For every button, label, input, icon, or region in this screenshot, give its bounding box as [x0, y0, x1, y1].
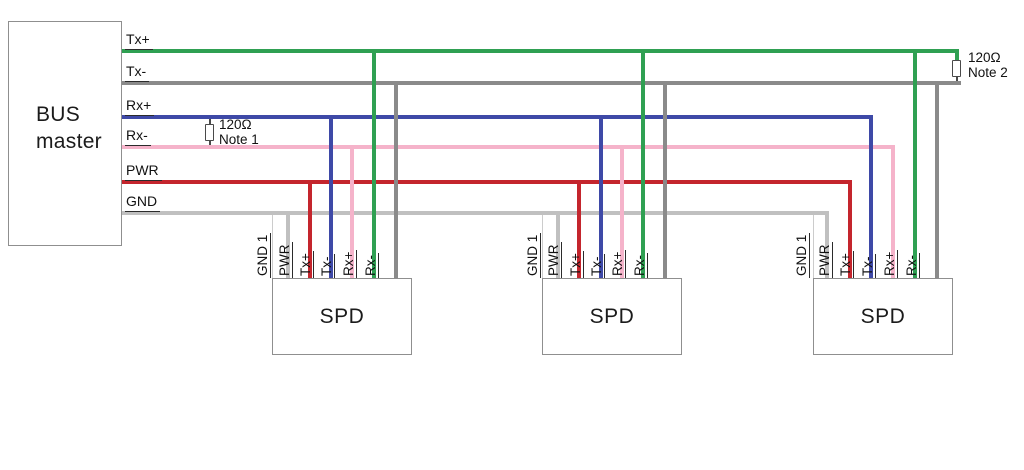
bus-wire-label-gnd: GND	[125, 193, 161, 212]
spd2-drop-label-pwr: PWR	[546, 242, 562, 278]
spd2-drop-label-rxplus: Rx+	[610, 249, 626, 278]
spd2-drop-wire-rxplus	[641, 49, 645, 278]
spd2-drop-label-gnd1: GND 1	[525, 232, 541, 278]
bus-wire-label-txplus: Tx+	[125, 31, 153, 50]
spd3-drop-wire-gnd1	[825, 211, 829, 278]
spd1-box: SPD	[272, 278, 412, 355]
spd2-label-divider	[542, 215, 543, 278]
spd1-drop-wire-gnd1	[286, 211, 290, 278]
bus-wire-label-pwr: PWR	[125, 162, 162, 181]
spd1-drop-wire-rxminus	[394, 81, 398, 278]
spd1-label: SPD	[319, 304, 365, 328]
spd3-drop-label-gnd1: GND 1	[794, 232, 810, 278]
spd2-drop-wire-gnd1	[556, 211, 560, 278]
note2-value: 120Ω	[968, 50, 1001, 65]
spd3-drop-label-pwr: PWR	[817, 242, 833, 278]
spd2-box: SPD	[542, 278, 682, 355]
spd2-drop-label-rxminus: Rx-	[632, 253, 648, 278]
spd3-drop-label-rxminus: Rx-	[904, 253, 920, 278]
bus-wire-label-rxminus: Rx-	[125, 127, 151, 146]
resistor-note2-lead-bottom	[956, 77, 958, 83]
spd2-label: SPD	[589, 304, 635, 328]
resistor-note1	[205, 124, 214, 141]
bus-wire-txminus	[122, 81, 961, 85]
spd1-drop-label-txminus: Tx-	[319, 254, 335, 278]
bus-master-label-line1: BUS	[36, 103, 81, 126]
spd3-drop-wire-pwr	[848, 180, 852, 278]
spd1-drop-wire-txplus	[329, 115, 333, 278]
spd1-drop-wire-rxplus	[372, 49, 376, 278]
bus-master-label-line2: master	[36, 130, 102, 153]
bus-master-box: BUS master	[8, 21, 122, 246]
bus-wire-pwr	[122, 180, 852, 184]
resistor-note1-lead-bottom	[209, 141, 211, 147]
spd3-drop-wire-txminus	[891, 145, 895, 278]
note2-label: Note 2	[968, 65, 1008, 80]
spd3-drop-wire-rxplus	[913, 49, 917, 278]
bus-wire-label-txminus: Tx-	[125, 63, 150, 82]
spd3-label-divider	[813, 215, 814, 278]
bus-wire-rxplus	[122, 115, 873, 119]
resistor-note1-lead-top	[209, 119, 211, 125]
spd2-drop-label-txminus: Tx-	[589, 254, 605, 278]
note1-label: Note 1	[219, 132, 259, 147]
note2-text: 120Ω Note 2	[968, 50, 1008, 80]
spd1-label-divider	[272, 215, 273, 278]
bus-wire-label-rxplus: Rx+	[125, 97, 155, 116]
spd2-drop-wire-rxminus	[663, 81, 667, 278]
spd2-drop-label-txplus: Tx+	[568, 251, 584, 278]
note1-value: 120Ω	[219, 117, 252, 132]
bus-wire-txplus	[122, 49, 959, 53]
spd3-drop-label-txminus: Tx-	[860, 254, 876, 278]
bus-wire-gnd	[122, 211, 829, 215]
spd1-drop-label-rxplus: Rx+	[341, 249, 357, 278]
resistor-note2-green-stub	[955, 49, 959, 60]
spd3-drop-label-txplus: Tx+	[838, 251, 854, 278]
spd3-box: SPD	[813, 278, 953, 355]
spd3-drop-wire-rxminus	[935, 81, 939, 278]
spd1-drop-label-gnd1: GND 1	[255, 232, 271, 278]
spd3-drop-wire-txplus	[869, 115, 873, 278]
spd2-drop-wire-pwr	[577, 180, 581, 278]
spd1-drop-label-txplus: Tx+	[298, 251, 314, 278]
bus-master-label: BUS master	[36, 101, 102, 155]
spd2-drop-wire-txminus	[620, 145, 624, 278]
spd3-label: SPD	[860, 304, 906, 328]
spd1-drop-wire-txminus	[350, 145, 354, 278]
bus-wire-rxminus	[122, 145, 895, 149]
spd1-drop-wire-pwr	[308, 180, 312, 278]
spd3-drop-label-rxplus: Rx+	[882, 249, 898, 278]
spd1-drop-label-rxminus: Rx-	[363, 253, 379, 278]
note1-text: 120Ω Note 1	[219, 117, 259, 147]
spd2-drop-wire-txplus	[599, 115, 603, 278]
resistor-note2	[952, 60, 961, 77]
spd1-drop-label-pwr: PWR	[277, 242, 293, 278]
